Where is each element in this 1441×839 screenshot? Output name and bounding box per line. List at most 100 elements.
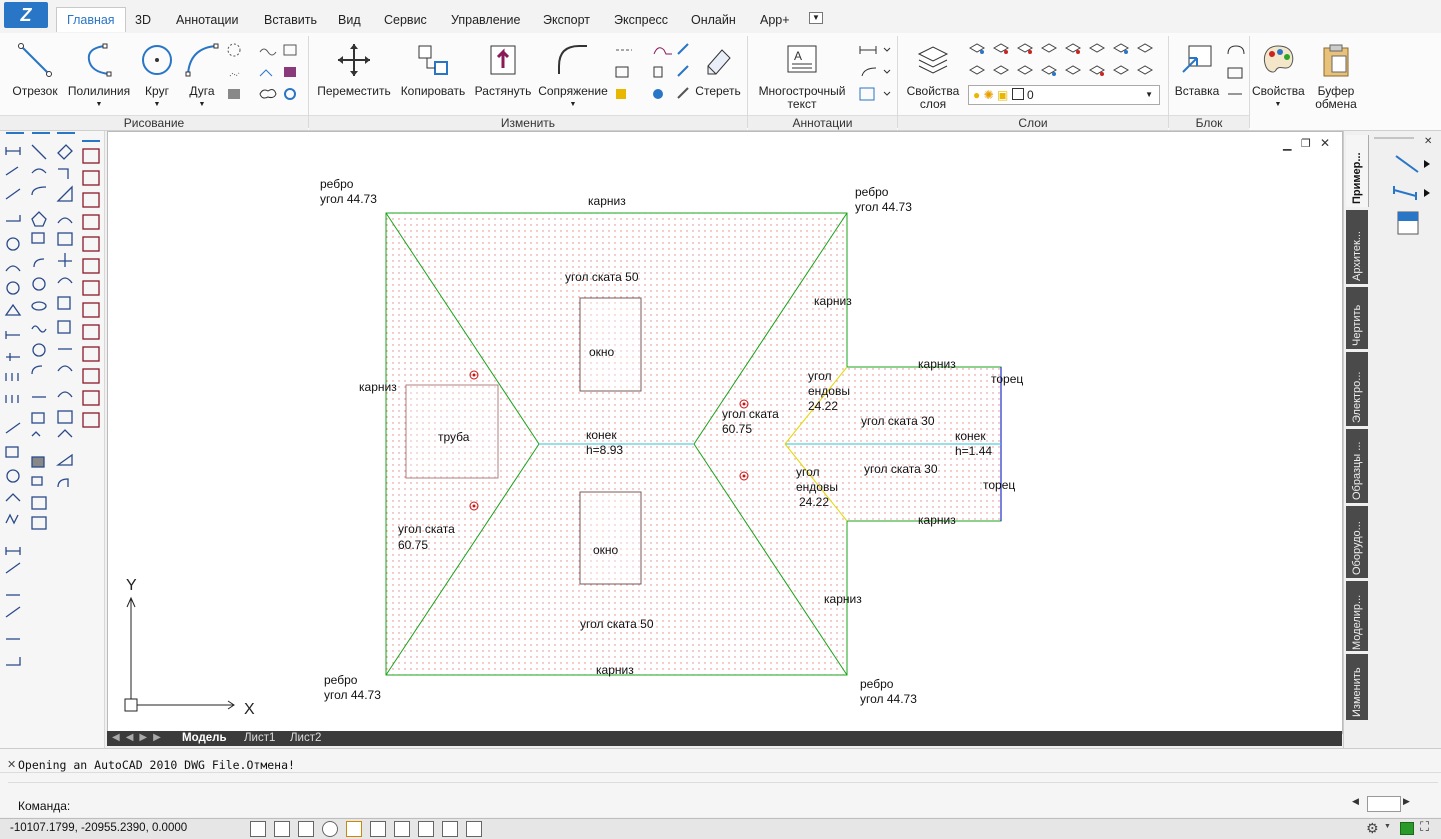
selection-cycling-icon[interactable]: [442, 821, 458, 837]
ribbon-minimize-dropdown-icon[interactable]: ▼: [809, 12, 823, 24]
tab-home[interactable]: Главная: [56, 7, 126, 32]
palette-tab-samples[interactable]: Образцы ...: [1346, 429, 1368, 503]
tab-service[interactable]: Сервис: [384, 13, 427, 27]
line-button[interactable]: Отрезок: [8, 42, 62, 98]
clipboard-label-2: обмена: [1315, 97, 1357, 111]
scroll-left-icon[interactable]: ◀: [1352, 796, 1359, 806]
viewport-minimize-icon[interactable]: ▁: [1283, 139, 1292, 151]
move-label: Переместить: [317, 84, 391, 98]
app-logo-icon[interactable]: Z: [4, 2, 48, 28]
quick-properties-icon[interactable]: [466, 821, 482, 837]
palette-tools[interactable]: ✕: [1372, 134, 1438, 244]
status-bar: [0, 818, 1441, 839]
lineweight-icon[interactable]: [418, 821, 434, 837]
fullscreen-icon[interactable]: ⛶: [1420, 819, 1430, 834]
chevron-down-icon: ▼: [198, 101, 206, 108]
layer-properties-button[interactable]: Свойства слоя: [902, 42, 964, 111]
status-indicator[interactable]: [1400, 822, 1414, 835]
dynamic-input-icon[interactable]: [394, 821, 410, 837]
chevron-down-icon: ▼: [1274, 101, 1282, 108]
command-history: Opening an AutoCAD 2010 DWG File.Отмена!: [18, 758, 295, 772]
tab-export[interactable]: Экспорт: [543, 13, 590, 27]
mtext-button[interactable]: A Многострочный текст: [752, 42, 852, 111]
tab-sheet1[interactable]: Лист1: [244, 732, 276, 744]
tab-express[interactable]: Экспресс: [614, 13, 669, 27]
polyline-label: Полилиния: [67, 84, 131, 98]
label-gable-bottom: торец: [983, 478, 1016, 492]
command-prompt[interactable]: Команда:: [18, 799, 71, 813]
stretch-button[interactable]: Растянуть: [472, 42, 534, 98]
layer-select[interactable]: ● ✺ ▣ 0 ▼: [968, 85, 1160, 105]
osnap-icon[interactable]: [346, 821, 362, 837]
copy-button[interactable]: Копировать: [396, 42, 470, 98]
viewport-restore-icon[interactable]: ❐: [1301, 138, 1311, 150]
polyline-button[interactable]: Полилиния ▼: [66, 42, 132, 111]
snap-icon[interactable]: [274, 821, 290, 837]
erase-label: Стереть: [695, 84, 741, 98]
tab-online[interactable]: Онлайн: [691, 13, 736, 27]
otrack-icon[interactable]: [370, 821, 386, 837]
layout-nav-arrows-icon[interactable]: ◀◀▶▶: [112, 732, 167, 743]
label-valley-top-3: 24.22: [808, 399, 839, 413]
circle-button[interactable]: Круг ▼: [136, 42, 178, 111]
eraser-icon: [707, 49, 731, 75]
palette-tab-examples[interactable]: Пример...: [1346, 135, 1369, 207]
mtext-icon: A: [787, 45, 817, 73]
tab-manage[interactable]: Управление: [451, 13, 521, 27]
left-toolbars: [0, 131, 105, 748]
palette-tab-equipment[interactable]: Оборудо...: [1346, 506, 1368, 578]
chevron-down-icon[interactable]: ▼: [1384, 823, 1391, 830]
label-window-bottom: окно: [593, 543, 619, 557]
circle-label: Круг: [145, 84, 169, 98]
properties-button[interactable]: Свойства ▼: [1252, 42, 1305, 111]
label-valley-top-1: угол: [808, 369, 832, 383]
chimney: [405, 384, 499, 479]
arc-label: Дуга: [189, 84, 215, 98]
palette-tab-draw[interactable]: Чертить: [1346, 287, 1368, 349]
close-icon[interactable]: ✕: [7, 759, 17, 771]
insert-block-button[interactable]: Вставка: [1172, 42, 1222, 98]
draw-small-tools[interactable]: [226, 42, 302, 102]
panel-title-draw: Рисование: [0, 115, 308, 130]
palette-tab-modify[interactable]: Изменить: [1346, 654, 1368, 720]
tab-annotations[interactable]: Аннотации: [176, 13, 239, 27]
viewport-close-icon[interactable]: ✕: [1320, 136, 1331, 150]
modify-small-tools[interactable]: [614, 42, 692, 102]
fillet-button[interactable]: Сопряжение ▼: [536, 42, 610, 111]
ucs-icon: [124, 596, 235, 712]
label-rib-br-1: ребро: [860, 677, 894, 691]
label-ridge-1: конек: [586, 428, 617, 442]
clipboard-button[interactable]: Буфер обмена: [1306, 42, 1366, 111]
palette-tab-architecture[interactable]: Архитек...: [1346, 210, 1368, 284]
move-button[interactable]: Переместить: [316, 42, 392, 98]
layer-tools-icons[interactable]: [966, 40, 1162, 84]
tab-view[interactable]: Вид: [338, 13, 361, 27]
label-valley-bot-1: угол: [796, 465, 820, 479]
label-eave-left: карниз: [359, 380, 397, 394]
erase-button[interactable]: Стереть: [694, 42, 742, 98]
block-small-tools[interactable]: [1224, 42, 1246, 102]
properties-label: Свойства: [1252, 84, 1305, 98]
palette-tab-electro[interactable]: Электро...: [1346, 352, 1368, 426]
annotation-small-tools[interactable]: [858, 42, 892, 102]
tab-app-plus[interactable]: App+: [760, 13, 790, 27]
grid-icon[interactable]: [250, 821, 266, 837]
ortho-icon[interactable]: [298, 821, 314, 837]
drawing-area[interactable]: Y X ▁ ❐ ✕ ребро угол 44.73 ребро угол 44…: [107, 131, 1343, 734]
tab-insert[interactable]: Вставить: [264, 13, 317, 27]
label-ridge-ext-1: конек: [955, 429, 986, 443]
tab-sheet2[interactable]: Лист2: [290, 732, 322, 744]
tab-model[interactable]: Модель: [182, 732, 227, 744]
palette-tab-modeling[interactable]: Моделир...: [1346, 581, 1368, 651]
label-eave-right-upper: карниз: [814, 294, 852, 308]
gear-icon[interactable]: ⚙: [1366, 820, 1379, 836]
lightbulb-icon: ●: [973, 88, 981, 102]
scroll-right-icon[interactable]: ▶: [1403, 796, 1410, 806]
label-rib-bl-2: угол 44.73: [324, 688, 381, 702]
label-slope-right-1: угол ската: [722, 407, 779, 421]
left-tool-palettes[interactable]: [2, 131, 104, 671]
command-scrollbar[interactable]: [1367, 796, 1401, 812]
tab-3d[interactable]: 3D: [135, 13, 151, 27]
arc-button[interactable]: Дуга ▼: [182, 42, 222, 111]
polar-icon[interactable]: [322, 821, 338, 837]
